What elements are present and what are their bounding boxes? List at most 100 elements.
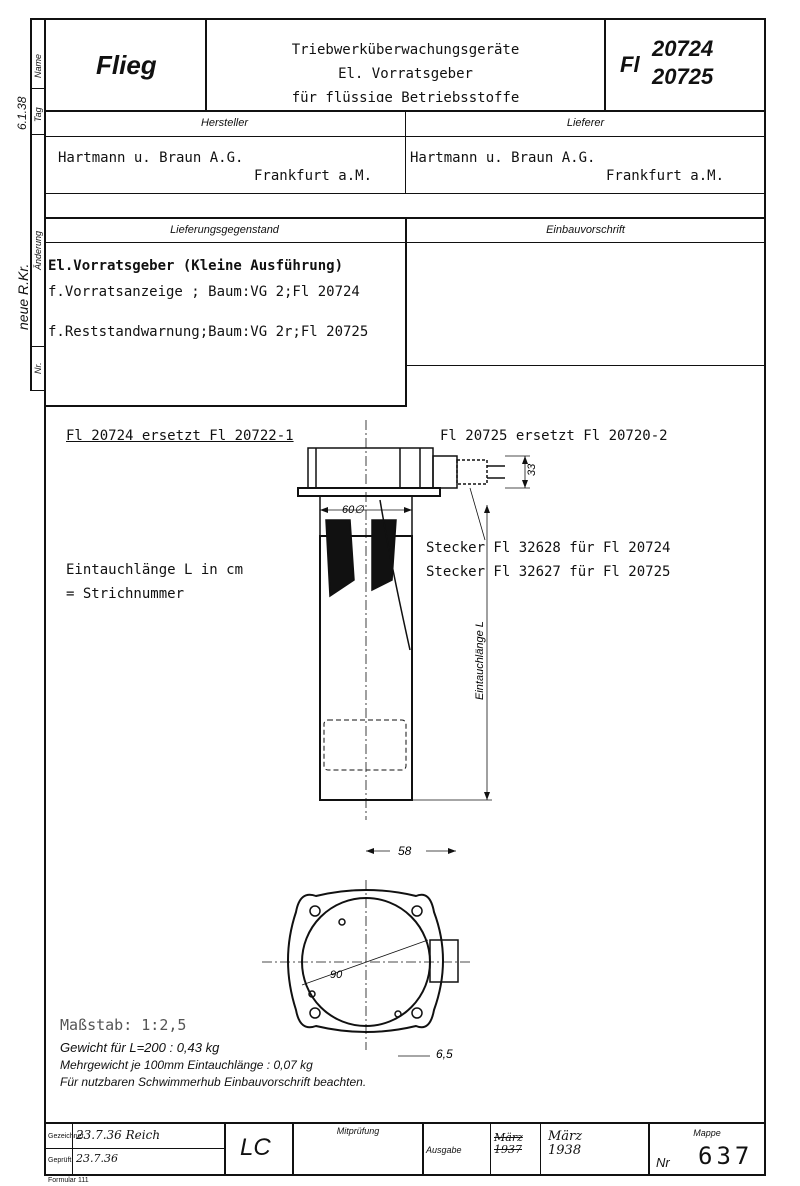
- col-vline: [405, 112, 406, 194]
- connector-body: [432, 455, 458, 489]
- dim-label-58: 58: [398, 844, 412, 858]
- dim-label-60: 60∅: [342, 504, 364, 516]
- frame-left: [44, 18, 46, 1176]
- ausgabe-old: März 1937: [494, 1131, 523, 1156]
- gegenstand-line: El.Vorratsgeber (Kleine Ausführung): [48, 258, 344, 274]
- gegenstand-line: f.Vorratsanzeige ; Baum:VG 2;Fl 20724: [48, 284, 360, 300]
- hersteller-name: Hartmann u. Braun A.G.: [58, 150, 244, 166]
- einbau-bottom: [405, 365, 766, 366]
- flange-outline-plan: [287, 889, 444, 1033]
- bolt-hole: [411, 905, 423, 917]
- margin-divider: [30, 88, 45, 89]
- note-line: Mehrgewicht je 100mm Eintauchlänge : 0,0…: [60, 1058, 313, 1072]
- frame-bottom: [44, 1174, 766, 1176]
- geprueft-label: Geprüft: [48, 1157, 72, 1164]
- frame-right: [764, 18, 766, 1176]
- footer-vline: [224, 1124, 226, 1174]
- footer-mid: [44, 1148, 224, 1149]
- massstab: Maßstab: 1:2,5: [60, 1016, 187, 1034]
- float-dashed: [323, 719, 407, 771]
- lieferer-label: Lieferer: [566, 117, 605, 129]
- header-title-line: für flüssige Betriebsstoffe: [291, 90, 520, 102]
- footer-top: [44, 1122, 766, 1124]
- dim-arrow: [522, 480, 528, 488]
- float-curve: [379, 499, 411, 651]
- margin-divider: [30, 390, 45, 391]
- dim-arrow: [484, 792, 490, 800]
- note-line: Für nutzbaren Schwimmerhub Einbauvorschr…: [60, 1075, 367, 1089]
- footer-vline: [422, 1124, 424, 1174]
- row-divider: [44, 217, 766, 219]
- mitpruefung-label: Mitprüfung: [336, 1126, 380, 1136]
- screw-small: [394, 1010, 402, 1018]
- bolt-hole: [309, 905, 321, 917]
- bolt-hole: [411, 1007, 423, 1019]
- footer-vline: [72, 1124, 73, 1174]
- margin-divider: [30, 134, 45, 135]
- footer-vline: [540, 1124, 541, 1174]
- dim-arrow: [522, 456, 528, 464]
- gegenstand-line: f.Reststandwarnung;Baum:VG 2r;Fl 20725: [48, 324, 369, 340]
- footer-vline: [648, 1124, 650, 1174]
- brand-flieg: Flieg: [96, 50, 157, 80]
- dim-label-eintauch: Eintauchlänge L: [474, 621, 486, 700]
- header-divider: [44, 110, 766, 112]
- footer-vline: [490, 1124, 491, 1174]
- einbau-label: Einbauvorschrift: [546, 224, 625, 236]
- nr-label: Nr: [656, 1155, 670, 1170]
- gezeichnet-value: 23.7.36 Reich: [76, 1128, 161, 1142]
- dim-arrow: [448, 848, 456, 854]
- dim-label-33: 33: [526, 463, 538, 476]
- slot-cutout: [371, 519, 397, 592]
- hersteller-city: Frankfurt a.M.: [254, 168, 373, 184]
- flange-housing: [307, 447, 434, 489]
- row-divider: [44, 193, 766, 194]
- stecker-leader: [469, 487, 486, 541]
- dim-label-90: 90: [330, 969, 343, 981]
- header-vline: [604, 18, 606, 110]
- fl-number: 20725: [652, 64, 714, 89]
- lc-mark: LC: [240, 1134, 271, 1161]
- mappe-number: 637: [698, 1142, 754, 1170]
- frame-left-margin-edge: [30, 18, 32, 390]
- dim-arrow: [484, 505, 490, 513]
- slot-cutout: [325, 519, 355, 598]
- lieferer-name: Hartmann u. Braun A.G.: [410, 150, 596, 166]
- geprueft-value: 23.7.36: [76, 1152, 118, 1165]
- header-vline: [205, 18, 207, 110]
- connector-plug: [456, 459, 488, 485]
- dim-line-90: [301, 939, 429, 986]
- ausgabe-new: März 1938: [548, 1129, 583, 1158]
- eintauch-note: Eintauchlänge L in cm: [66, 562, 244, 578]
- dim-arrow: [404, 507, 412, 513]
- footer-vline: [292, 1124, 294, 1174]
- header-title-line: Triebwerküberwachungsgeräte: [291, 42, 520, 58]
- header-title-line: El. Vorratsgeber: [338, 66, 473, 82]
- mappe-label: Mappe: [693, 1128, 721, 1138]
- dim-label-65: 6,5: [436, 1047, 453, 1061]
- note-line: Gewicht für L=200 : 0,43 kg: [60, 1040, 220, 1055]
- ausgabe-label: Ausgabe: [426, 1145, 462, 1155]
- formular-number: Formular 111: [48, 1177, 89, 1184]
- box-bottom: [44, 405, 407, 407]
- connector-plan: [429, 939, 459, 983]
- screw-small: [308, 990, 316, 998]
- replace-note-right: Fl 20725 ersetzt Fl 20720-2: [440, 428, 668, 444]
- gezeichnet-label: Gezeichnet: [48, 1133, 84, 1140]
- fl-number: 20724: [652, 36, 714, 61]
- fl-prefix: Fl: [620, 52, 640, 77]
- header-title: Triebwerküberwachungsgeräte El. Vorratsg…: [207, 38, 604, 102]
- dim-arrow: [366, 848, 374, 854]
- hersteller-label: Hersteller: [200, 117, 249, 129]
- replace-note-left: Fl 20724 ersetzt Fl 20722-1: [66, 428, 294, 444]
- bolt-hole: [309, 1007, 321, 1019]
- screw-small: [338, 918, 346, 926]
- dim-arrow: [320, 507, 328, 513]
- gegenstand-label: Lieferungsgegenstand: [170, 224, 279, 236]
- eintauch-note: = Strichnummer: [66, 586, 185, 602]
- col-vline: [405, 219, 407, 407]
- frame-top: [30, 18, 766, 20]
- lieferer-city: Frankfurt a.M.: [606, 168, 725, 184]
- flange-base: [297, 487, 441, 497]
